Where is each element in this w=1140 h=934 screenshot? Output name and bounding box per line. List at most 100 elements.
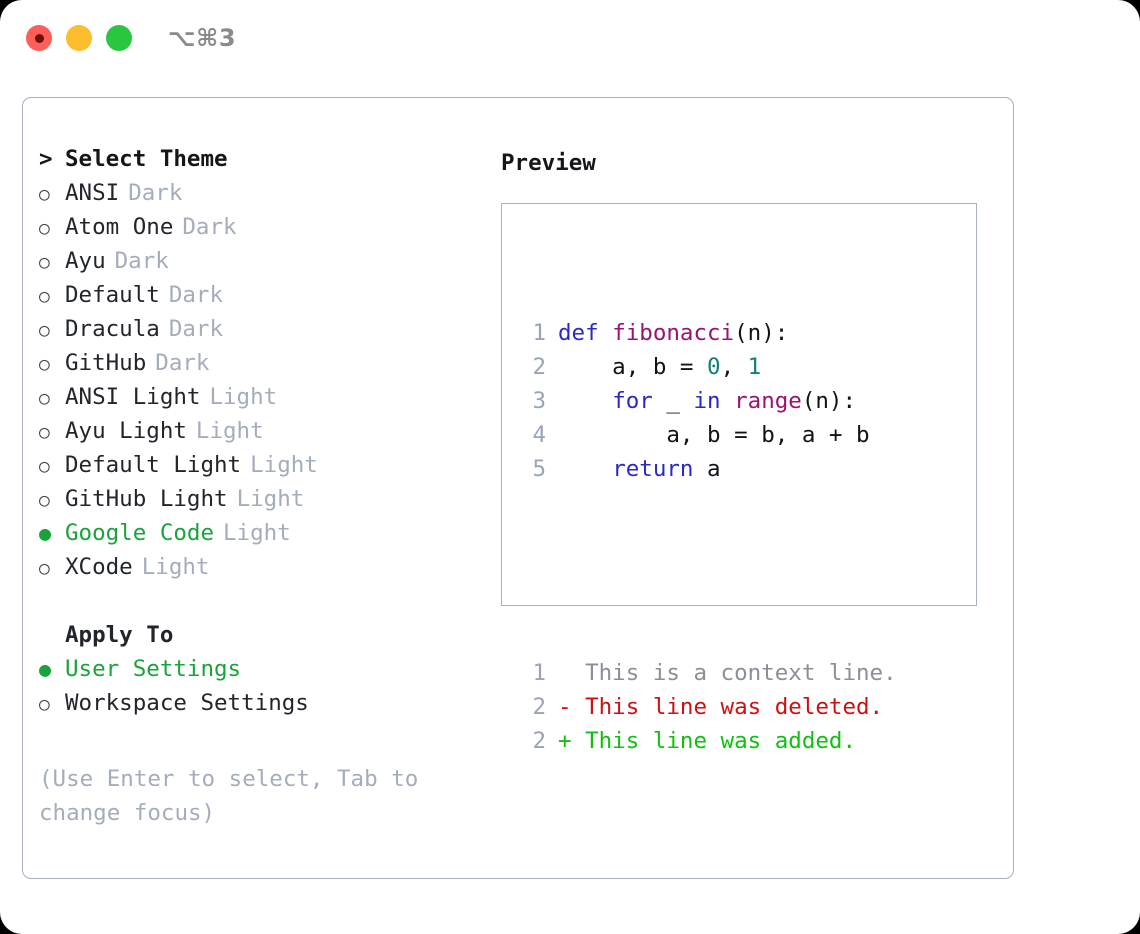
radio-unselected-icon[interactable]: ○ xyxy=(39,558,50,579)
radio-unselected-icon[interactable]: ○ xyxy=(39,456,50,477)
preview-heading: Preview xyxy=(501,150,596,176)
code-line: 3 for _ in range(n): xyxy=(520,384,897,418)
hint-line-1: (Use Enter to select, Tab to xyxy=(39,766,419,792)
close-button[interactable] xyxy=(26,25,52,51)
theme-variant-badge: Light xyxy=(195,418,264,444)
code-line-text: a, b = b, a + b xyxy=(558,418,869,452)
theme-list-item[interactable]: ○ GitHub Dark xyxy=(39,350,469,384)
code-token-plain xyxy=(558,456,612,482)
theme-variant-badge: Dark xyxy=(182,214,237,240)
apply-to-list: ● User Settings ○ Workspace Settings xyxy=(39,656,469,724)
keyboard-hint: (Use Enter to select, Tab to change focu… xyxy=(39,762,459,830)
apply-to-heading: Apply To xyxy=(39,622,469,656)
theme-variant-badge: Light xyxy=(209,384,278,410)
code-token-plain: _ xyxy=(652,388,694,414)
diff-line: 2- This line was deleted. xyxy=(520,690,897,724)
theme-list-item[interactable]: ○ ANSI Light Light xyxy=(39,384,469,418)
theme-variant-badge: Dark xyxy=(114,248,169,274)
theme-variant-badge: Light xyxy=(250,452,318,478)
diff-sign xyxy=(558,656,572,690)
code-token-plain: (n): xyxy=(734,320,789,346)
code-line-text: for _ in range(n): xyxy=(558,384,856,418)
minimize-button[interactable] xyxy=(66,25,92,51)
theme-name-label: ANSI Light xyxy=(65,384,201,410)
line-number: 2 xyxy=(532,728,546,754)
theme-variant-badge: Dark xyxy=(168,316,224,342)
code-token-plain xyxy=(721,388,735,414)
radio-unselected-icon[interactable]: ○ xyxy=(39,252,50,273)
diff-line-text: This line was deleted. xyxy=(571,694,884,720)
apply-to-list-item[interactable]: ○ Workspace Settings xyxy=(39,690,469,724)
code-token-plain: a xyxy=(693,456,721,482)
radio-unselected-icon[interactable]: ○ xyxy=(39,320,50,341)
theme-list-item[interactable]: ○ Default Light Light xyxy=(39,452,469,486)
code-token-fn: fibonacci xyxy=(612,320,735,346)
theme-name-label: Ayu xyxy=(65,248,106,274)
theme-variant-badge: Dark xyxy=(155,350,210,376)
code-token-num: 1 xyxy=(747,354,762,380)
code-line-text: def fibonacci(n): xyxy=(558,316,788,350)
theme-name-label: Ayu Light xyxy=(65,418,187,444)
code-diff-separator xyxy=(520,554,897,588)
radio-unselected-icon[interactable]: ○ xyxy=(39,422,50,443)
code-token-num: 0 xyxy=(707,354,721,380)
select-theme-heading: > Select Theme xyxy=(39,146,469,180)
radio-unselected-icon[interactable]: ○ xyxy=(39,286,50,307)
theme-name-label: Default Light xyxy=(65,452,242,478)
code-token-plain xyxy=(599,320,613,346)
code-line: 5 return a xyxy=(520,452,897,486)
radio-unselected-icon[interactable]: ○ xyxy=(39,218,50,239)
line-number: 5 xyxy=(532,456,546,482)
theme-variant-badge: Light xyxy=(223,520,291,546)
theme-name-label: GitHub xyxy=(65,350,147,376)
theme-name-label: Default xyxy=(65,282,160,308)
diff-line-list: 1 This is a context line.2- This line wa… xyxy=(520,656,897,758)
zoom-button[interactable] xyxy=(106,25,132,51)
radio-unselected-icon[interactable]: ○ xyxy=(39,388,50,409)
theme-name-label: GitHub Light xyxy=(65,486,228,512)
radio-selected-icon[interactable]: ● xyxy=(39,657,52,681)
code-token-kw: def xyxy=(558,320,599,346)
radio-unselected-icon[interactable]: ○ xyxy=(39,184,50,205)
theme-name-label: XCode xyxy=(65,554,133,580)
diff-sign: - xyxy=(558,694,572,720)
theme-name-label: Google Code xyxy=(65,520,215,546)
radio-unselected-icon[interactable]: ○ xyxy=(39,694,50,715)
line-number: 4 xyxy=(532,422,546,448)
code-line: 4 a, b = b, a + b xyxy=(520,418,897,452)
code-token-plain xyxy=(558,388,612,414)
code-token-plain: (n): xyxy=(801,388,857,414)
line-number: 1 xyxy=(532,660,546,686)
diff-sign: + xyxy=(558,728,572,754)
apply-to-option-label: Workspace Settings xyxy=(65,690,309,716)
code-token-kw: in xyxy=(693,388,721,414)
apply-to-list-item[interactable]: ● User Settings xyxy=(39,656,469,690)
radio-unselected-icon[interactable]: ○ xyxy=(39,490,50,511)
theme-list-item[interactable]: ○ Ayu Light Light xyxy=(39,418,469,452)
apply-to-option-label: User Settings xyxy=(65,656,242,682)
code-line-text: return a xyxy=(558,452,721,486)
code-token-plain: a, b = xyxy=(558,354,708,380)
theme-list-item[interactable]: ○ Ayu Dark xyxy=(39,248,469,282)
select-theme-label: Select Theme xyxy=(65,146,228,172)
list-spacer xyxy=(39,588,469,622)
code-line: 2 a, b = 0, 1 xyxy=(520,350,897,384)
hint-line-2: change focus) xyxy=(39,800,216,826)
radio-selected-icon[interactable]: ● xyxy=(39,521,52,545)
radio-unselected-icon[interactable]: ○ xyxy=(39,354,50,375)
line-number: 2 xyxy=(532,354,546,380)
theme-list-item[interactable]: ● Google Code Light xyxy=(39,520,469,554)
